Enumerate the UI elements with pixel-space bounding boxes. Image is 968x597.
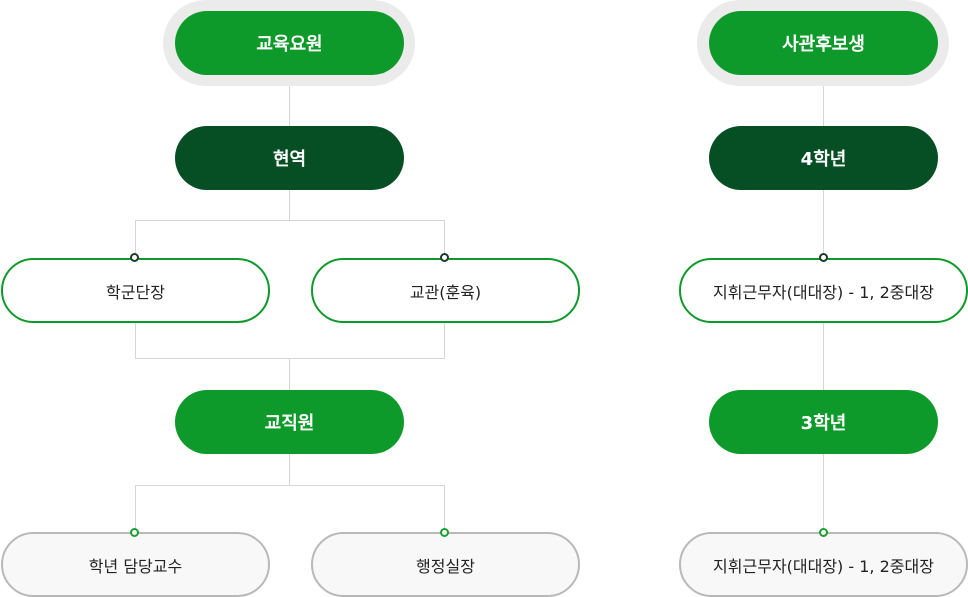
- connector: [289, 358, 290, 391]
- connector-dot: [130, 528, 139, 537]
- connector: [135, 220, 136, 258]
- connector: [823, 80, 824, 126]
- connector: [823, 189, 824, 259]
- connector: [135, 322, 136, 358]
- node-commander-4th-year: 지휘근무자(대대장) - 1, 2중대장: [679, 258, 968, 323]
- node-admin-manager: 행정실장: [311, 532, 580, 597]
- connector: [135, 358, 445, 359]
- node-faculty: 교직원: [175, 390, 404, 454]
- node-4th-year: 4학년: [709, 126, 938, 190]
- connector: [823, 322, 824, 391]
- connector: [289, 454, 290, 485]
- node-instructor: 교관(훈육): [311, 258, 580, 323]
- node-3rd-year: 3학년: [709, 390, 938, 454]
- connector: [135, 485, 445, 486]
- connector: [823, 454, 824, 533]
- connector-dot: [440, 253, 449, 262]
- connector-dot: [440, 528, 449, 537]
- connector: [444, 220, 445, 258]
- node-grade-professor: 학년 담당교수: [1, 532, 270, 597]
- connector: [135, 485, 136, 533]
- connector-dot: [130, 253, 139, 262]
- connector: [444, 322, 445, 358]
- connector-dot: [819, 528, 828, 537]
- root-node-education-staff: 교육요원: [175, 11, 404, 75]
- connector-dot: [819, 253, 828, 262]
- node-rotc-commander: 학군단장: [1, 258, 270, 323]
- connector: [289, 189, 290, 220]
- node-active-duty: 현역: [175, 126, 404, 190]
- connector: [289, 80, 290, 126]
- node-commander-3rd-year: 지휘근무자(대대장) - 1, 2중대장: [679, 532, 968, 597]
- root-node-officer-candidate: 사관후보생: [709, 11, 938, 75]
- connector: [444, 485, 445, 533]
- connector: [135, 220, 445, 221]
